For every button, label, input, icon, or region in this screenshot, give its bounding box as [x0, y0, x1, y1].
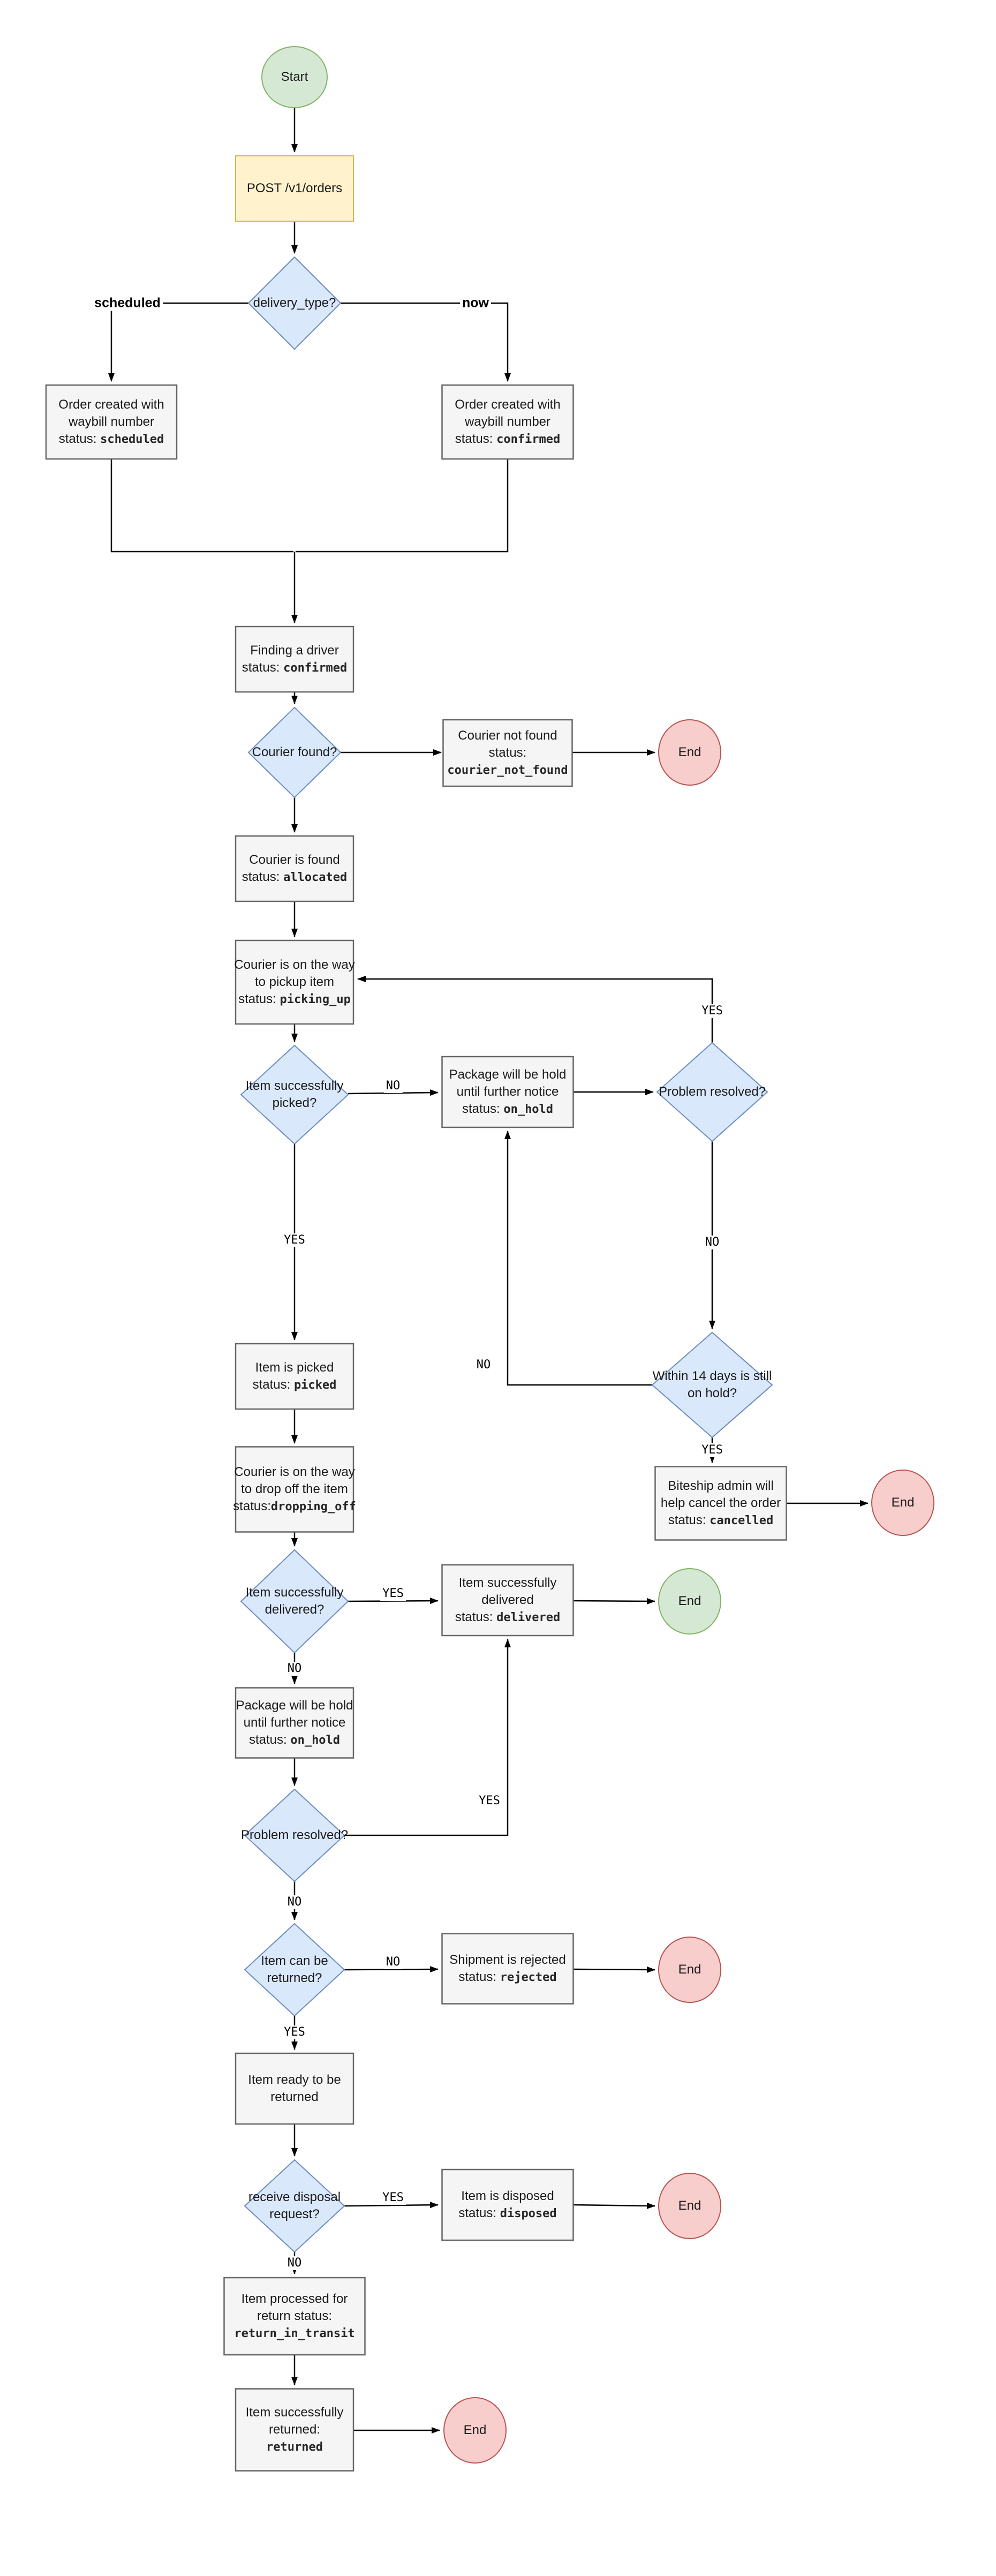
node-delivery-type-shape	[247, 256, 342, 350]
node-start-shape	[261, 46, 328, 108]
edge-within-no	[504, 1131, 652, 1386]
edge-disposal-no-label: NO	[285, 2256, 304, 2270]
node-order-confirmed-shape	[441, 384, 574, 460]
node-disposal-request-q-shape	[244, 2159, 345, 2253]
node-biteship-admin-shape	[654, 1466, 787, 1541]
node-within-14-days-shape	[651, 1331, 773, 1438]
node-end-disposed-shape	[658, 2173, 721, 2239]
node-courier-not-found-shape	[442, 719, 573, 787]
node-dropping-off-shape	[235, 1446, 354, 1533]
edge-problem2-yes-label: YES	[477, 1794, 502, 1808]
edge-problem2-no-label: NO	[285, 1895, 304, 1909]
edge-within-yes-label: YES	[699, 1443, 725, 1457]
edge-can-return-yes-label: YES	[282, 2025, 307, 2039]
node-item-disposed-shape	[441, 2168, 574, 2241]
edge-problem1-yes	[357, 976, 713, 1043]
node-problem-resolved-1-shape	[656, 1042, 768, 1142]
edge-can-return-no	[344, 1966, 439, 1973]
edge-confirmed-merge	[296, 459, 509, 553]
node-problem-resolved-2-shape	[244, 1788, 345, 1882]
node-ready-to-return-shape	[235, 2052, 354, 2125]
edge-disposed-to-end	[573, 2202, 655, 2209]
node-delivered-box-shape	[441, 1564, 574, 1637]
edge-picked-no-label: NO	[383, 1079, 403, 1093]
edge-rejected-to-end	[573, 1966, 655, 1973]
node-end-returned-shape	[443, 2397, 507, 2464]
edge-problem2-yes	[344, 1639, 511, 1836]
edge-delivered-no-label: NO	[285, 1662, 304, 1676]
edge-delivered-yes-label: YES	[380, 1587, 406, 1601]
node-on-hold-1-shape	[441, 1056, 574, 1128]
node-end-delivered-shape	[658, 1568, 721, 1635]
edge-picked-yes-label: YES	[282, 1233, 307, 1247]
edge-picked-no	[348, 1089, 439, 1096]
node-item-can-be-returned-q-shape	[244, 1923, 345, 2017]
node-on-hold-2-shape	[235, 1687, 354, 1759]
node-end-rejected-shape	[658, 1937, 721, 2003]
edge-delivery-type-scheduled	[108, 302, 248, 382]
edge-layer	[108, 108, 869, 2434]
node-post-orders-shape	[235, 155, 354, 222]
node-return-in-transit-shape	[223, 2277, 366, 2356]
shape-layer	[45, 46, 934, 2472]
edge-disposal-yes	[344, 2202, 439, 2209]
node-finding-driver-shape	[235, 626, 354, 693]
edge-within-no-label: NO	[474, 1358, 493, 1372]
node-end-courier-not-found-shape	[658, 719, 721, 786]
node-item-picked-q-shape	[240, 1044, 349, 1145]
node-item-is-picked-shape	[235, 1343, 354, 1410]
edge-problem1-yes-label: YES	[699, 1004, 725, 1018]
edge-scheduled-merge	[110, 459, 293, 553]
edge-disposal-yes-label: YES	[380, 2191, 406, 2205]
node-end-cancelled-shape	[871, 1470, 934, 1536]
node-shipment-rejected-shape	[441, 1933, 574, 2005]
node-courier-found-q-shape	[247, 706, 342, 799]
edge-delivery-type-now-label: now	[460, 295, 491, 311]
node-courier-is-found-shape	[235, 835, 354, 902]
node-order-scheduled-shape	[45, 384, 178, 460]
edge-delivery-type-now	[341, 302, 511, 382]
node-pickup-shape	[235, 939, 354, 1025]
edge-can-return-no-label: NO	[383, 1955, 403, 1969]
node-item-delivered-q-shape	[240, 1549, 349, 1654]
edge-delivery-type-scheduled-label: scheduled	[92, 295, 163, 311]
edge-problem1-no-label: NO	[703, 1236, 722, 1249]
node-returned-box-shape	[235, 2388, 354, 2472]
